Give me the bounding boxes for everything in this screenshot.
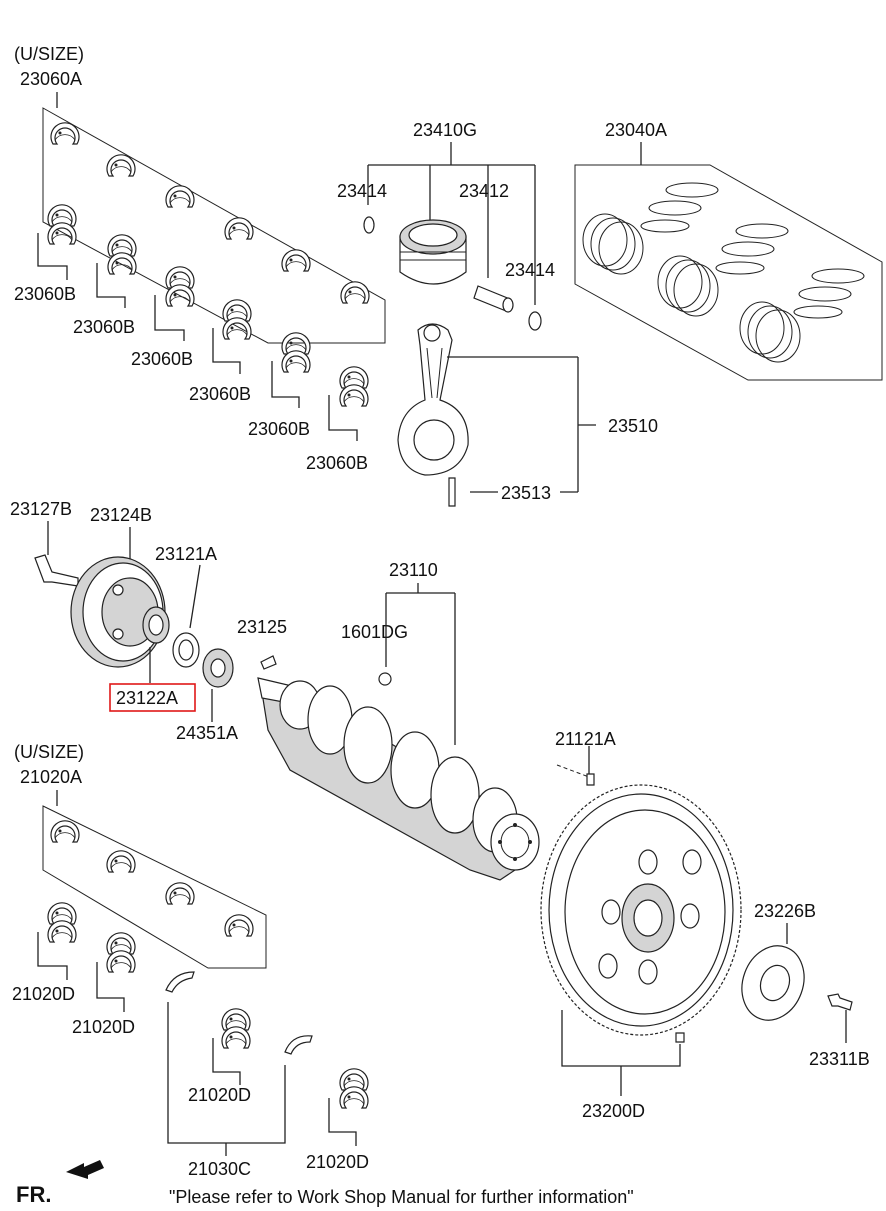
flywheel-assembly — [540, 746, 742, 1096]
piston-ring-set — [574, 142, 883, 381]
label-21020D-3: 21020D — [188, 1085, 251, 1105]
label-23124B: 23124B — [90, 505, 152, 525]
label-23060B-4: 23060B — [189, 384, 251, 404]
bearing-23060B-group — [37, 205, 368, 441]
damper-pulley-assembly — [34, 521, 277, 722]
label-usize-bottom: (U/SIZE) — [14, 742, 84, 762]
label-23513: 23513 — [501, 483, 551, 503]
label-24351A: 24351A — [176, 723, 238, 743]
connecting-rod — [397, 323, 596, 507]
label-23127B: 23127B — [10, 499, 72, 519]
label-23414-a: 23414 — [337, 181, 387, 201]
label-23200D: 23200D — [582, 1101, 645, 1121]
label-23060A: 23060A — [20, 69, 82, 89]
crankshaft — [257, 583, 540, 881]
label-23410G: 23410G — [413, 120, 477, 140]
label-23414-b: 23414 — [505, 260, 555, 280]
label-23412: 23412 — [459, 181, 509, 201]
label-21020D-1: 21020D — [12, 984, 75, 1004]
main-bearing-set-lower — [42, 790, 267, 969]
label-usize-top: (U/SIZE) — [14, 44, 84, 64]
label-23110: 23110 — [389, 560, 438, 580]
label-23510: 23510 — [608, 416, 658, 436]
flywheel-plate — [741, 923, 853, 1043]
front-direction-arrow — [66, 1160, 104, 1179]
label-1601DG: 1601DG — [341, 622, 408, 642]
label-23311B: 23311B — [809, 1049, 870, 1069]
label-23122A[interactable]: 23122A — [116, 688, 178, 708]
label-21020D-2: 21020D — [72, 1017, 135, 1037]
label-21020D-4: 21020D — [306, 1152, 369, 1172]
thrust-washer-group — [165, 971, 313, 1156]
label-23060B-1: 23060B — [14, 284, 76, 304]
highlight-box-23122A — [109, 683, 196, 712]
piston-assembly — [363, 142, 542, 331]
label-23060B-5: 23060B — [248, 419, 310, 439]
workshop-manual-note: "Please refer to Work Shop Manual for fu… — [169, 1187, 634, 1207]
label-23125: 23125 — [237, 617, 287, 637]
label-23121A: 23121A — [155, 544, 217, 564]
bearing-21020D-group — [37, 903, 368, 1146]
label-23060B-2: 23060B — [73, 317, 135, 337]
label-21020A: 21020A — [20, 767, 82, 787]
label-21030C: 21030C — [188, 1159, 251, 1179]
label-21121A: 21121A — [555, 729, 616, 749]
label-23060B-6: 23060B — [306, 453, 368, 473]
label-23040A: 23040A — [605, 120, 667, 140]
label-23060B-3: 23060B — [131, 349, 193, 369]
front-indicator-label: FR. — [16, 1182, 51, 1207]
main-bearing-set-upper — [42, 92, 386, 344]
label-23226B: 23226B — [754, 901, 816, 921]
